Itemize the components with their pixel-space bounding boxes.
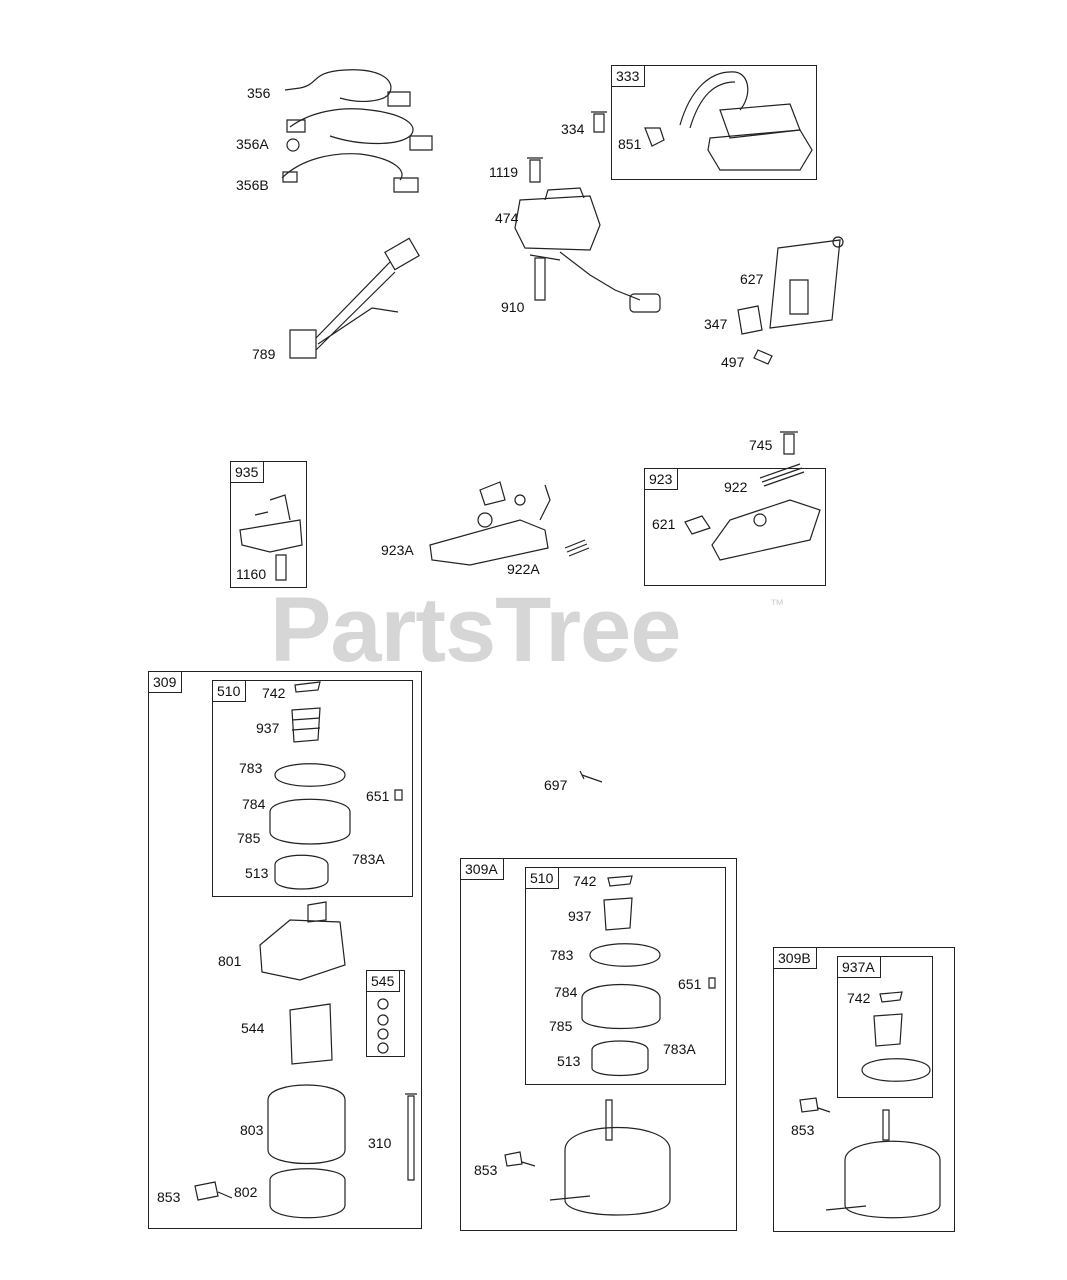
part-label-785-b[interactable]: 785 (549, 1018, 573, 1034)
trademark-symbol: ™ (770, 596, 784, 612)
part-label-651-b[interactable]: 651 (678, 976, 702, 992)
part-label-783a-a[interactable]: 783A (352, 851, 385, 867)
part-label-697[interactable]: 697 (544, 777, 568, 793)
part-label-474[interactable]: 474 (495, 210, 519, 226)
box-tag-333[interactable]: 333 (612, 66, 646, 87)
part-label-1119[interactable]: 1119 (489, 164, 519, 180)
box-923: 923 (644, 468, 826, 586)
part-label-742-a[interactable]: 742 (262, 685, 286, 701)
part-label-513-a[interactable]: 513 (245, 865, 269, 881)
part-label-789[interactable]: 789 (252, 346, 276, 362)
part-label-910[interactable]: 910 (501, 299, 525, 315)
box-510-b: 510 (525, 867, 726, 1085)
part-label-801[interactable]: 801 (218, 953, 242, 969)
box-309a: 309A (460, 858, 737, 1231)
box-510-a: 510 (212, 680, 413, 897)
part-label-497[interactable]: 497 (721, 354, 745, 370)
box-tag-510-b[interactable]: 510 (526, 868, 560, 889)
part-label-513-b[interactable]: 513 (557, 1053, 581, 1069)
part-label-937-b[interactable]: 937 (568, 908, 592, 924)
coil-333 (645, 72, 812, 170)
part-label-784-a[interactable]: 784 (242, 796, 266, 812)
part-label-923a[interactable]: 923A (381, 542, 414, 558)
part-label-742-c[interactable]: 742 (847, 990, 871, 1006)
part-label-922a[interactable]: 922A (507, 561, 540, 577)
part-label-853-b[interactable]: 853 (474, 1162, 498, 1178)
starter-309b-parts (800, 992, 940, 1218)
part-label-851[interactable]: 851 (618, 136, 642, 152)
module-474 (515, 188, 660, 312)
part-label-544[interactable]: 544 (241, 1020, 265, 1036)
wire-356 (282, 70, 432, 192)
box-tag-935[interactable]: 935 (231, 462, 265, 483)
part-label-356b[interactable]: 356B (236, 177, 269, 193)
box-309: 309 (148, 671, 422, 1229)
harness-789 (290, 238, 419, 358)
partstree-watermark: PartsTree (270, 579, 681, 681)
part-label-356[interactable]: 356 (247, 85, 271, 101)
box-tag-923[interactable]: 923 (645, 469, 679, 490)
box-tag-309a[interactable]: 309A (461, 859, 504, 880)
box-tag-309b[interactable]: 309B (774, 948, 817, 969)
part-label-356a[interactable]: 356A (236, 136, 269, 152)
part-label-783-a[interactable]: 783 (239, 760, 263, 776)
assembly-923 (685, 464, 820, 560)
part-label-937-a[interactable]: 937 (256, 720, 280, 736)
part-label-853-a[interactable]: 853 (157, 1189, 181, 1205)
box-tag-309[interactable]: 309 (149, 672, 183, 693)
starter-309a-parts (505, 876, 670, 1215)
plate-923a (430, 482, 589, 565)
part-label-334[interactable]: 334 (561, 121, 585, 137)
part-label-783a-b[interactable]: 783A (663, 1041, 696, 1057)
part-label-784-b[interactable]: 784 (554, 984, 578, 1000)
box-tag-510-a[interactable]: 510 (213, 681, 247, 702)
bracket-935 (240, 495, 302, 552)
part-label-785-a[interactable]: 785 (237, 830, 261, 846)
box-309b: 309B (773, 947, 955, 1232)
part-label-922[interactable]: 922 (724, 479, 748, 495)
screws (276, 112, 798, 1180)
part-label-627[interactable]: 627 (740, 271, 764, 287)
part-label-742-b[interactable]: 742 (573, 873, 597, 889)
box-333: 333 (611, 65, 817, 180)
box-tag-937a[interactable]: 937A (838, 957, 881, 978)
box-935: 935 (230, 461, 307, 588)
box-937a: 937A (837, 956, 933, 1098)
part-label-310[interactable]: 310 (368, 1135, 392, 1151)
part-label-853-c[interactable]: 853 (791, 1122, 815, 1138)
part-label-621[interactable]: 621 (652, 516, 676, 532)
starter-309-parts (195, 682, 388, 1218)
bracket-627 (738, 237, 843, 334)
part-label-651-a[interactable]: 651 (366, 788, 390, 804)
box-tag-545[interactable]: 545 (367, 971, 401, 992)
part-label-802[interactable]: 802 (234, 1184, 258, 1200)
part-label-745[interactable]: 745 (749, 437, 773, 453)
box-545: 545 (366, 970, 405, 1057)
part-label-803[interactable]: 803 (240, 1122, 264, 1138)
part-label-783-b[interactable]: 783 (550, 947, 574, 963)
part-label-347[interactable]: 347 (704, 316, 728, 332)
part-label-1160[interactable]: 1160 (236, 566, 267, 582)
